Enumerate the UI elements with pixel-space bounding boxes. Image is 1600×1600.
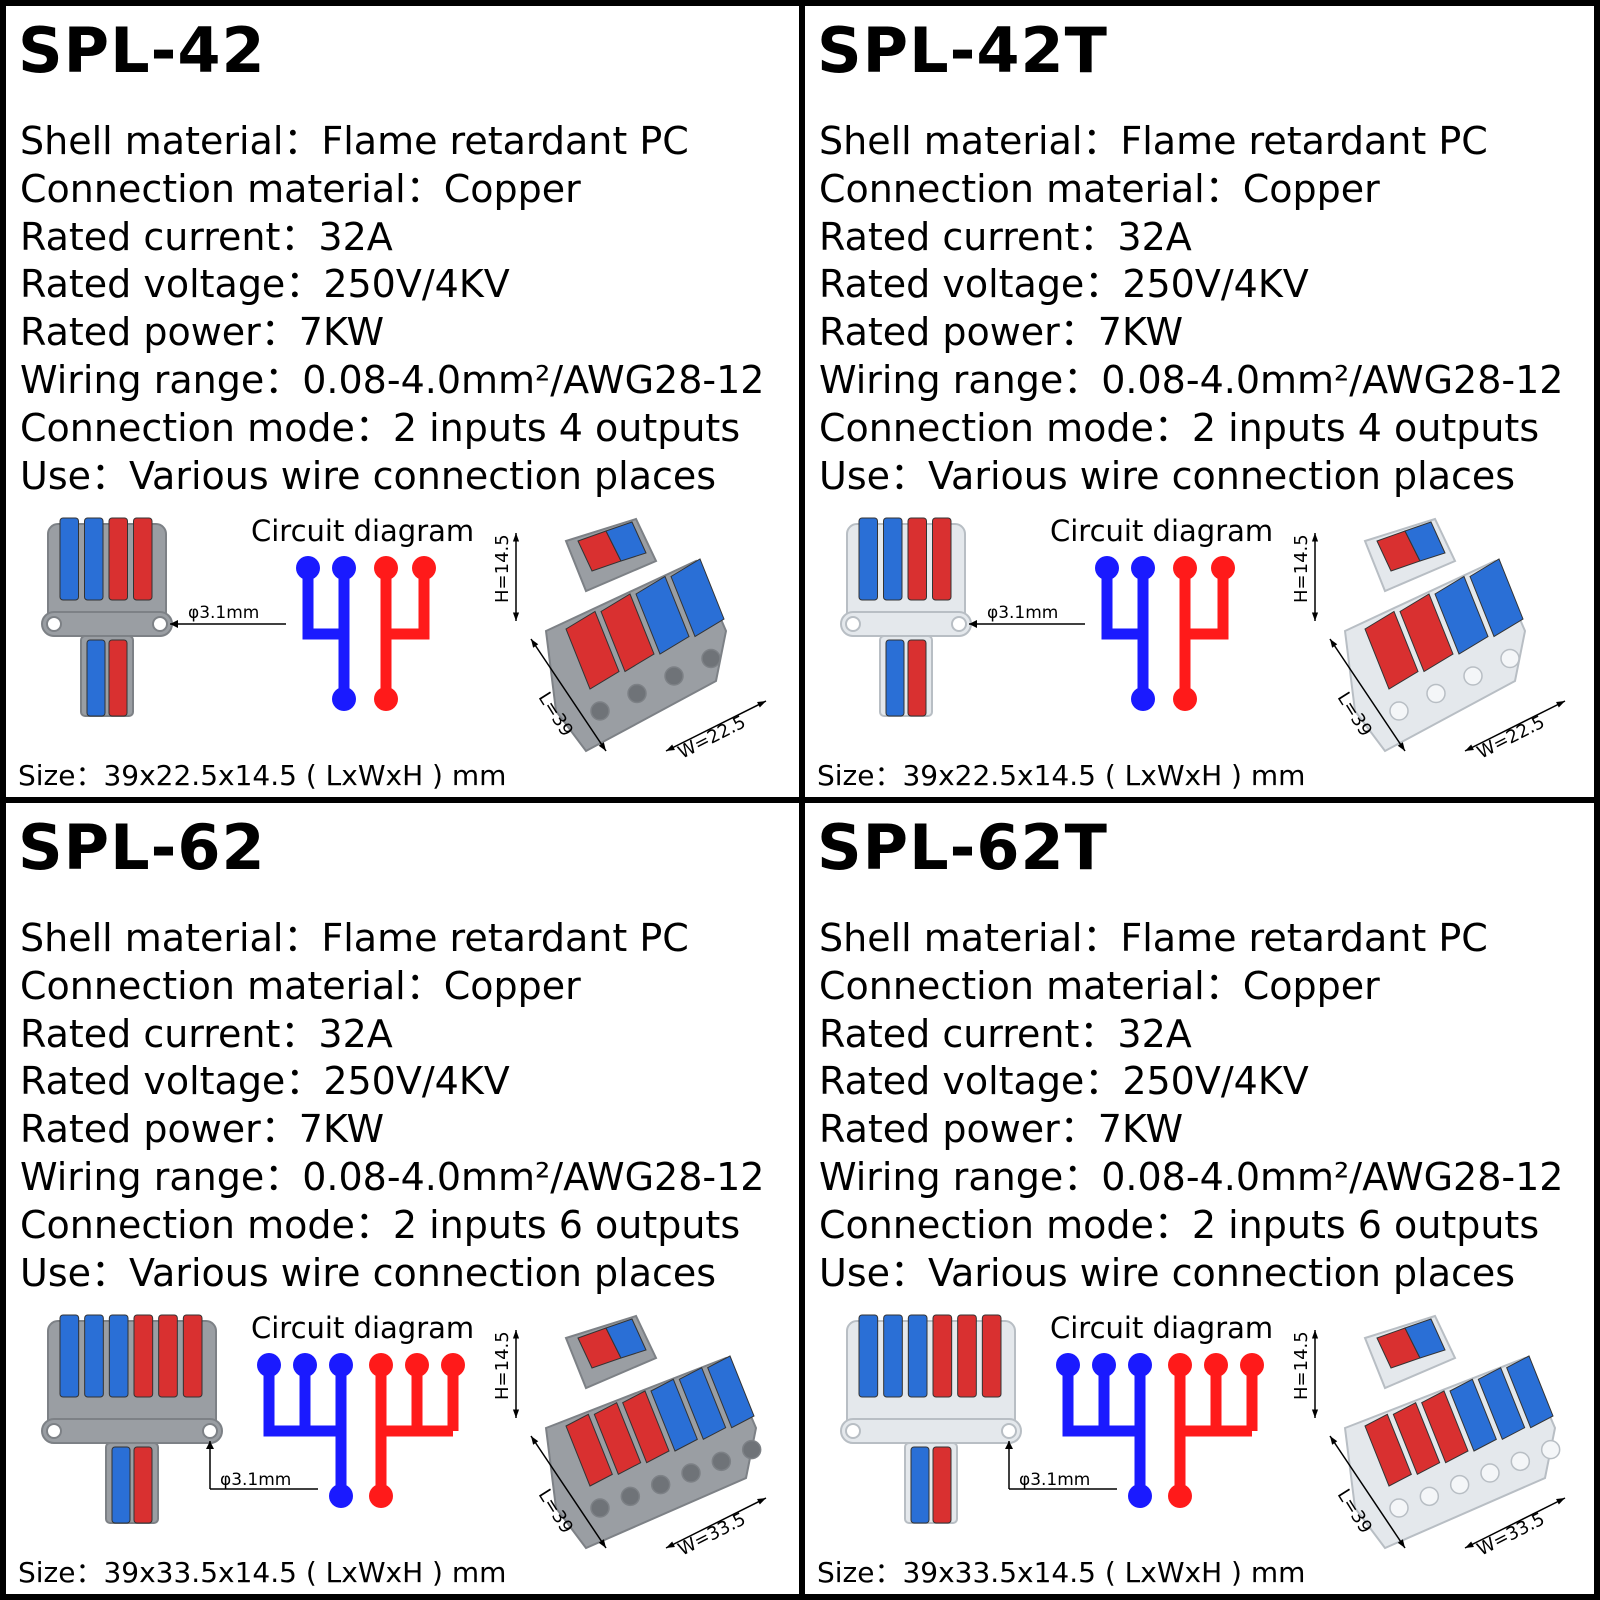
spec-rated-voltage: Rated voltage：250V/4KV [20, 1059, 510, 1104]
spec-connection-mode: Connection mode：2 inputs 6 outputs [819, 1202, 1540, 1247]
spec-connection-material: Connection material：Copper [819, 963, 1380, 1008]
diameter-label: φ3.1mm [220, 1470, 291, 1490]
spec-rated-current: Rated current：32A [20, 1011, 393, 1056]
spec-rated-current: Rated current：32A [819, 214, 1192, 259]
connector-front-view: φ3.1mm [41, 1314, 318, 1524]
circuit-diagram-label: Circuit diagram [1050, 514, 1274, 548]
spec-list: Shell material：Flame retardant PC Connec… [819, 118, 1563, 500]
spec-rated-power: Rated power：7KW [819, 310, 1184, 355]
dim-height-label: H=14.5 [492, 534, 513, 603]
spec-connection-material: Connection material：Copper [20, 963, 581, 1008]
spec-shell-material: Shell material：Flame retardant PC [819, 119, 1488, 163]
spec-rated-voltage: Rated voltage：250V/4KV [819, 1059, 1309, 1104]
panel-spl-62: SPL-62 Shell material：Flame retardant PC… [6, 803, 796, 1593]
spec-wiring-range: Wiring range：0.08-4.0mm²/AWG28-12 [819, 1154, 1564, 1199]
diameter-label: φ3.1mm [1019, 1470, 1090, 1490]
circuit-diagram-label: Circuit diagram [251, 1311, 475, 1345]
spec-wiring-range: Wiring range：0.08-4.0mm²/AWG28-12 [20, 1154, 765, 1199]
spec-rated-power: Rated power：7KW [20, 310, 385, 355]
spec-use: Use：Various wire connection places [20, 453, 717, 498]
spec-rated-current: Rated current：32A [20, 214, 393, 259]
size-text: Size：39x33.5x14.5 ( LxWxH ) mm [817, 1556, 1306, 1589]
spec-rated-voltage: Rated voltage：250V/4KV [20, 262, 510, 307]
circuit-diagram [1095, 556, 1235, 711]
spec-rated-current: Rated current：32A [819, 1011, 1192, 1056]
size-text: Size：39x22.5x14.5 ( LxWxH ) mm [18, 759, 507, 792]
spec-list: Shell material：Flame retardant PC Connec… [20, 915, 764, 1297]
size-text: Size：39x33.5x14.5 ( LxWxH ) mm [18, 1556, 507, 1589]
connector-front-view: φ3.1mm [840, 1314, 1117, 1524]
panel-spl-62t: SPL-62T Shell material：Flame retardant P… [805, 803, 1595, 1593]
spec-wiring-range: Wiring range：0.08-4.0mm²/AWG28-12 [20, 357, 765, 402]
spec-connection-mode: Connection mode：2 inputs 4 outputs [20, 405, 741, 450]
spec-rated-power: Rated power：7KW [20, 1107, 385, 1152]
spec-wiring-range: Wiring range：0.08-4.0mm²/AWG28-12 [819, 357, 1564, 402]
dim-height-label: H=14.5 [1291, 1331, 1312, 1400]
spec-shell-material: Shell material：Flame retardant PC [20, 119, 689, 163]
panel-spl-42t: SPL-42T Shell material：Flame retardant P… [805, 6, 1595, 796]
spec-shell-material: Shell material：Flame retardant PC [819, 916, 1488, 960]
dim-height-label: H=14.5 [492, 1331, 513, 1400]
dim-width-label: W=22.5 [1474, 712, 1549, 764]
model-title: SPL-62 [18, 811, 266, 884]
circuit-diagram [1056, 1353, 1264, 1508]
spec-rated-voltage: Rated voltage：250V/4KV [819, 262, 1309, 307]
spec-list: Shell material：Flame retardant PC Connec… [819, 915, 1563, 1297]
spec-rated-power: Rated power：7KW [819, 1107, 1184, 1152]
dim-width-label: W=33.5 [675, 1509, 750, 1561]
spec-use: Use：Various wire connection places [819, 453, 1516, 498]
spec-connection-material: Connection material：Copper [819, 166, 1380, 211]
panel-spl-42: SPL-42 Shell material：Flame retardant PC… [6, 6, 796, 796]
circuit-diagram [296, 556, 436, 711]
spec-use: Use：Various wire connection places [819, 1250, 1516, 1295]
connector-front-view: φ3.1mm [840, 517, 1085, 717]
model-title: SPL-42 [18, 14, 266, 87]
circuit-diagram [257, 1353, 465, 1508]
connector-front-view: φ3.1mm [41, 517, 286, 717]
dim-width-label: W=22.5 [675, 712, 750, 764]
model-title: SPL-62T [817, 811, 1108, 884]
spec-connection-mode: Connection mode：2 inputs 4 outputs [819, 405, 1540, 450]
dim-width-label: W=33.5 [1474, 1509, 1549, 1561]
model-title: SPL-42T [817, 14, 1108, 87]
divider-horizontal [0, 797, 1600, 803]
spec-use: Use：Various wire connection places [20, 1250, 717, 1295]
size-text: Size：39x22.5x14.5 ( LxWxH ) mm [817, 759, 1306, 792]
spec-connection-material: Connection material：Copper [20, 166, 581, 211]
circuit-diagram-label: Circuit diagram [1050, 1311, 1274, 1345]
circuit-diagram-label: Circuit diagram [251, 514, 475, 548]
diameter-label: φ3.1mm [987, 603, 1058, 623]
spec-connection-mode: Connection mode：2 inputs 6 outputs [20, 1202, 741, 1247]
spec-shell-material: Shell material：Flame retardant PC [20, 916, 689, 960]
diameter-label: φ3.1mm [188, 603, 259, 623]
dim-height-label: H=14.5 [1291, 534, 1312, 603]
spec-list: Shell material：Flame retardant PC Connec… [20, 118, 764, 500]
